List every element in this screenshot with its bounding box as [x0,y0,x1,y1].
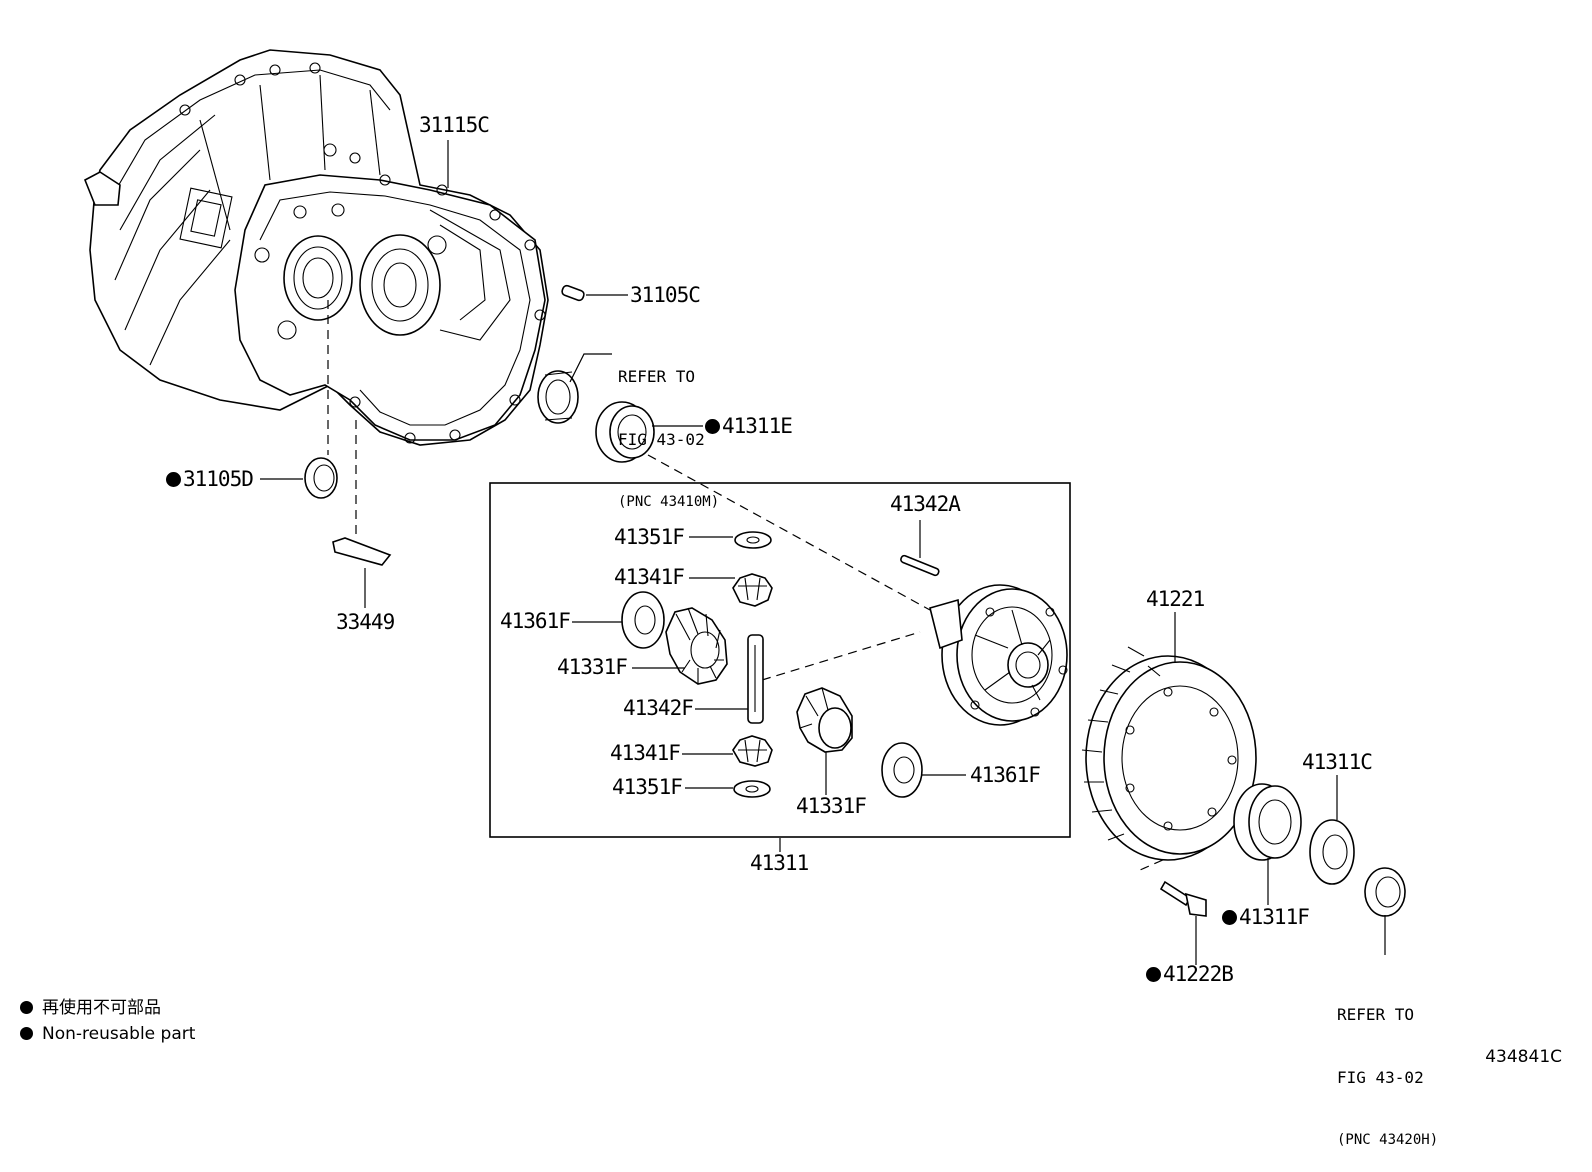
reference-note-top: REFER TO FIG 43-02 (PNC 43410M) [618,324,719,534]
legend-en: Non-reusable part [20,1026,195,1043]
bearing-cup-top-drawing [537,370,579,424]
diagram-drawing [83,49,1406,965]
label-41331f-left: 41331F [557,655,628,679]
label-41342a: 41342A [890,492,961,516]
reference-bottom-line3: (PNC 43420H) [1337,1132,1439,1148]
label-41311e: 41311E [705,416,793,437]
pin-41342a-drawing [900,554,940,577]
side-gear-bottom-drawing [796,687,853,753]
ring-gear-drawing [1081,646,1257,861]
label-41351f-bottom: 41351F [612,775,683,799]
label-41361f-right: 41361F [970,763,1041,787]
label-41311f: 41311F [1222,907,1310,928]
side-gear-left-drawing [665,607,728,685]
thrust-washer-left-drawing [621,591,665,649]
label-41222b: 41222B [1146,964,1234,985]
differential-kit-box [489,482,1071,838]
reference-bottom-line2: FIG 43-02 [1337,1068,1424,1087]
oil-seal-31105d-drawing [304,457,338,499]
non-reusable-bullet-icon [20,1027,33,1040]
legend-en-text: Non-reusable part [42,1024,196,1044]
washer-top-drawing [734,531,772,549]
gear-41311c-drawing [1309,819,1355,885]
label-31105d: 31105D [166,469,254,490]
legend-jp: 再使用不可部品 [20,1000,161,1017]
label-41311c: 41311C [1302,750,1373,774]
bearing-41311f-drawing [1233,783,1302,861]
reference-top-line1: REFER TO [618,367,696,386]
label-41351f-top: 41351F [614,525,685,549]
washer-bottom-drawing [733,780,771,798]
label-41341f-bottom: 41341F [610,741,681,765]
reference-note-bottom: REFER TO FIG 43-02 (PNC 43420H) [1337,962,1438,1172]
plate-33449-drawing [332,537,392,566]
label-33449: 33449 [336,610,395,634]
reference-top-line2: FIG 43-02 [618,430,705,449]
label-41221: 41221 [1146,587,1205,611]
figure-id: 434841C [1485,1047,1562,1067]
transaxle-housing-drawing [83,49,549,446]
label-41342f: 41342F [623,696,694,720]
pinion-gear-bottom-drawing [732,735,773,767]
pinion-gear-top-drawing [732,573,773,607]
reference-top-line3: (PNC 43410M) [618,494,720,510]
reference-bottom-line1: REFER TO [1337,1005,1415,1024]
pin-drawing [561,284,585,302]
differential-case-drawing [929,584,1068,726]
label-41361f-left: 41361F [500,609,571,633]
label-41341f-top: 41341F [614,565,685,589]
legend-jp-text: 再使用不可部品 [42,998,161,1018]
label-31105c: 31105C [630,283,701,307]
label-41331f-bottom: 41331F [796,794,867,818]
non-reusable-bullet-icon [20,1001,33,1014]
bearing-cup-bottom-drawing [1364,867,1406,917]
label-31115c: 31115C [419,113,490,137]
bolt-41222b-drawing [1159,880,1207,917]
oil-seal-41311e-drawing [595,401,655,463]
thrust-washer-right-drawing [881,742,923,798]
label-41311: 41311 [750,851,809,875]
parts-diagram: 31115C 31105C 41311E 31105D 33449 41342A… [0,0,1592,1099]
